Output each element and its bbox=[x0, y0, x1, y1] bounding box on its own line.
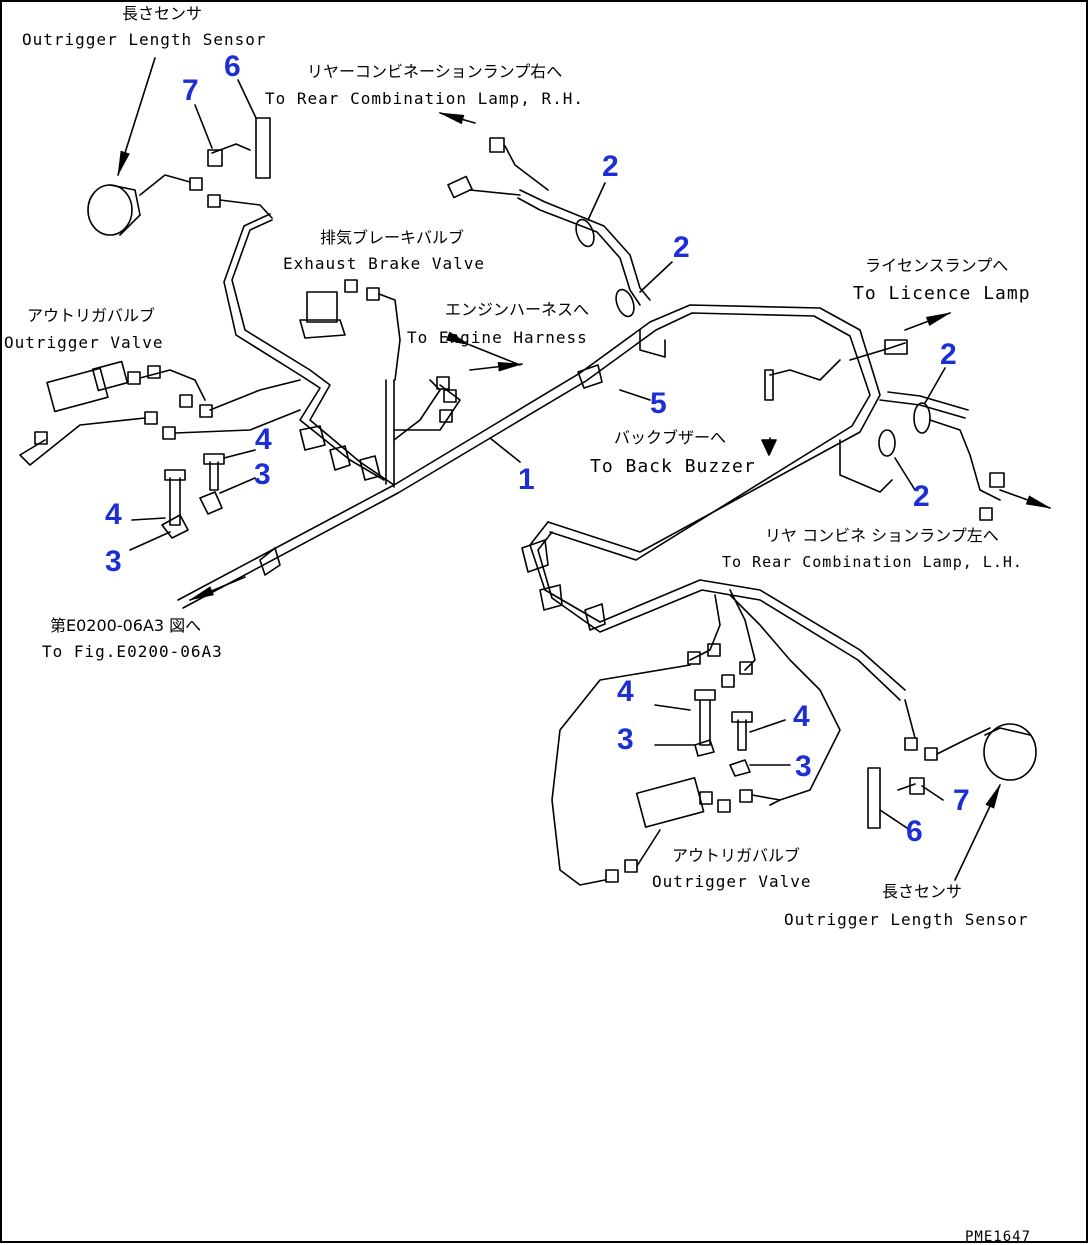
callout-5: 5 bbox=[650, 387, 667, 420]
label-engine-jp: エンジンハーネスへ bbox=[445, 300, 590, 319]
callout-3: 3 bbox=[105, 545, 122, 578]
label-rear-lamp-lh-en: To Rear Combination Lamp, L.H. bbox=[722, 553, 1023, 571]
callout-7: 7 bbox=[182, 74, 199, 107]
label-fig-en: To Fig.E0200-06A3 bbox=[42, 642, 223, 661]
label-licence-jp: ライセンスランプへ bbox=[865, 256, 1009, 275]
label-licence-en: To Licence Lamp bbox=[853, 283, 1031, 304]
label-sensor-br-jp: 長さセンサ bbox=[882, 882, 963, 901]
callout-7: 7 bbox=[953, 784, 970, 817]
main-harness bbox=[19, 57, 1052, 886]
label-valve-r-jp: アウトリガバルブ bbox=[672, 846, 801, 865]
label-valve-l-jp: アウトリガバルブ bbox=[27, 306, 156, 325]
label-rear-lamp-rh-en: To Rear Combination Lamp, R.H. bbox=[265, 89, 584, 108]
callout-2: 2 bbox=[602, 150, 619, 183]
label-engine-en: To Engine Harness bbox=[407, 328, 588, 347]
label-exhaust-jp: 排気ブレーキバルブ bbox=[320, 228, 465, 247]
callout-4: 4 bbox=[105, 498, 122, 531]
callout-1: 1 bbox=[518, 463, 535, 496]
label-valve-l-en: Outrigger Valve bbox=[4, 333, 164, 352]
callout-6: 6 bbox=[224, 50, 241, 83]
label-sensor-tl-en: Outrigger Length Sensor bbox=[22, 30, 267, 49]
callout-6: 6 bbox=[906, 815, 923, 848]
callout-3: 3 bbox=[795, 750, 812, 783]
callout-3: 3 bbox=[254, 458, 271, 491]
label-valve-r-en: Outrigger Valve bbox=[652, 872, 812, 891]
callout-4: 4 bbox=[793, 700, 810, 733]
label-sensor-tl-jp: 長さセンサ bbox=[122, 4, 203, 23]
callout-2: 2 bbox=[673, 231, 690, 264]
callout-4: 4 bbox=[617, 675, 634, 708]
drawing-code: PME1647 bbox=[965, 1229, 1032, 1245]
callout-2: 2 bbox=[913, 480, 930, 513]
label-exhaust-en: Exhaust Brake Valve bbox=[283, 254, 486, 273]
label-fig-jp: 第E0200-06A3 図へ bbox=[50, 616, 202, 635]
label-buzzer-en: To Back Buzzer bbox=[590, 456, 756, 477]
callout-2: 2 bbox=[940, 338, 957, 371]
callout-3: 3 bbox=[617, 723, 634, 756]
callout-4: 4 bbox=[255, 423, 272, 456]
label-buzzer-jp: バックブザーへ bbox=[614, 428, 727, 447]
label-sensor-br-en: Outrigger Length Sensor bbox=[784, 910, 1029, 929]
label-rear-lamp-rh-jp: リヤーコンビネーションランプ右へ bbox=[307, 62, 563, 81]
label-rear-lamp-lh-jp: リヤ コンビネ ションランプ左へ bbox=[765, 526, 999, 545]
